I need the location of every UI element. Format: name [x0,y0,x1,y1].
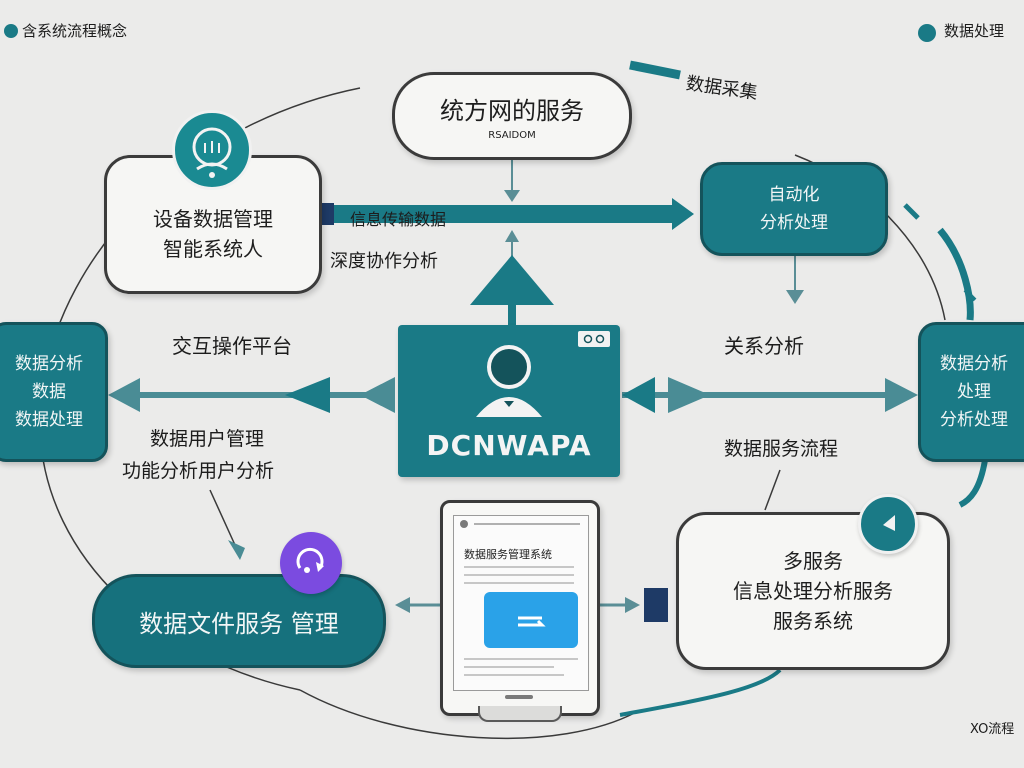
bottom-right-node-line2: 信息处理分析服务 [733,579,893,603]
tag-icon[interactable] [858,494,918,554]
arrow-to-bottom-left [228,540,245,560]
right-top-node-line1: 自动化 [768,185,820,205]
status-dot-icon [460,520,468,528]
home-button[interactable] [505,695,533,699]
center-node-title: DCNWAPA [426,429,592,462]
small-teal-stroke [903,203,920,220]
right-mid-node[interactable]: 数据分析 处理 分析处理 [918,322,1024,462]
right-mid-node-line1: 数据分析 [940,354,1008,374]
left-lower-label-1: 数据用户管理 [150,428,265,450]
arrow-label-mid: 深度协作分析 [330,251,438,272]
right-top-node[interactable]: 自动化 分析处理 [700,162,888,256]
right-lower-label: 数据服务流程 [724,438,839,460]
dot-icon [4,24,18,38]
bottom-right-node-line1: 多服务 [783,549,843,573]
arc-right-teal [937,227,974,321]
left-top-node-line2: 智能系统人 [163,236,263,261]
connector-block [644,588,668,622]
arc-right-lower-teal [958,459,988,508]
bottom-right-node-line3: 服务系统 [773,609,853,633]
right-label: 关系分析 [724,334,804,358]
arrow-label-top: 信息传输数据 [350,210,447,229]
corner-label-top-left: 含系统流程概念 [22,22,128,40]
arc-bottom [299,689,641,739]
arrow-tablet-left [395,597,410,613]
top-node-subtitle: RSAIDOM [488,130,536,141]
arc-bottom-teal [619,668,782,717]
left-mid-node-line3: 数据处理 [15,410,83,430]
corner-label-top-right: 数据处理 [944,22,1005,40]
top-node[interactable]: 统方网的服务 RSAIDOM [392,72,632,160]
left-mid-node[interactable]: 数据分析 数据 数据处理 [0,322,108,462]
tablet-top-bar [454,520,588,528]
arrow-stub [320,203,334,225]
window-controls-icon [578,331,610,347]
small-teal-stroke-2 [963,288,977,302]
arrow-to-right-box [334,205,674,223]
tablet-primary-button[interactable] [484,592,578,648]
refresh-icon[interactable] [280,532,342,594]
bottom-left-node-text: 数据文件服务 管理 [139,609,339,638]
left-top-node-line1: 设备数据管理 [153,206,273,231]
arrow-right-head [885,378,918,412]
center-up-arrow [470,255,554,305]
left-lower-label-2: 功能分析用户分析 [122,460,275,482]
top-node-title: 统方网的服务 [440,97,584,125]
dot-icon [918,24,936,42]
tablet-device[interactable]: 数据服务管理系统 [440,500,600,716]
right-mid-node-line2: 处理 [957,382,991,402]
left-mid-node-line1: 数据分析 [15,354,83,374]
center-node[interactable]: DCNWAPA [398,325,620,477]
arrow-tablet-right [625,597,640,613]
top-right-teal-stroke [629,60,681,80]
tablet-stand [478,706,562,722]
right-mid-node-line3: 分析处理 [940,410,1008,430]
arrow-left-head [108,378,140,412]
left-label: 交互操作平台 [172,334,292,358]
person-icon [476,345,542,417]
user-avatar-icon [172,110,252,190]
tablet-header: 数据服务管理系统 [464,548,552,561]
arrow-top-down-head [504,190,520,202]
corner-label-bottom-right: XO流程 [970,722,1015,737]
left-mid-node-line2: 数据 [32,382,66,402]
right-top-node-line2: 分析处理 [760,213,828,233]
bottom-left-node[interactable]: 数据文件服务 管理 [92,574,386,668]
tablet-screen: 数据服务管理系统 [453,515,589,691]
